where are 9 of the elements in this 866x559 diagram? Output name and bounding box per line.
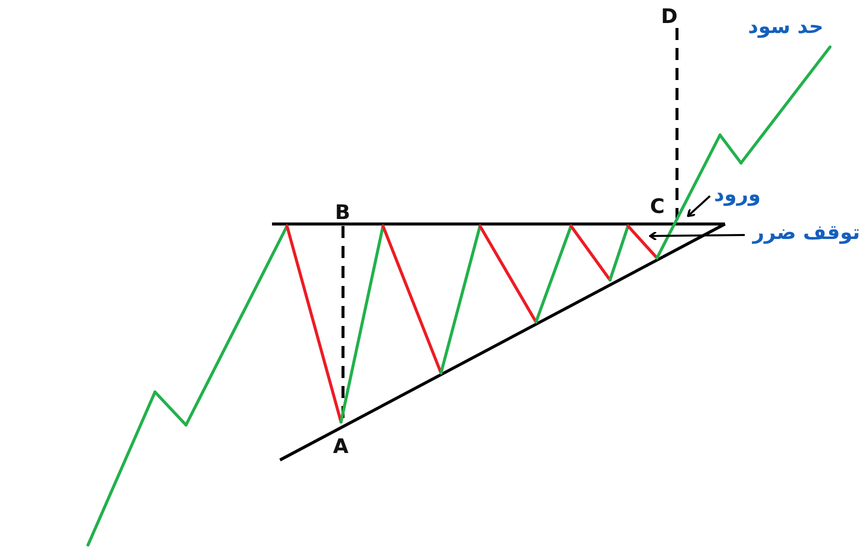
point-label: C — [650, 196, 665, 216]
annotation-text: توقف ضرر — [752, 222, 860, 242]
target-label: حد سود — [748, 16, 824, 36]
leader-arrow — [649, 230, 745, 241]
point-label: B — [335, 202, 350, 222]
leader-arrow — [687, 195, 711, 217]
annotation-text: ورود — [714, 184, 761, 204]
point-label: A — [333, 436, 348, 456]
point-label: D — [661, 6, 678, 26]
